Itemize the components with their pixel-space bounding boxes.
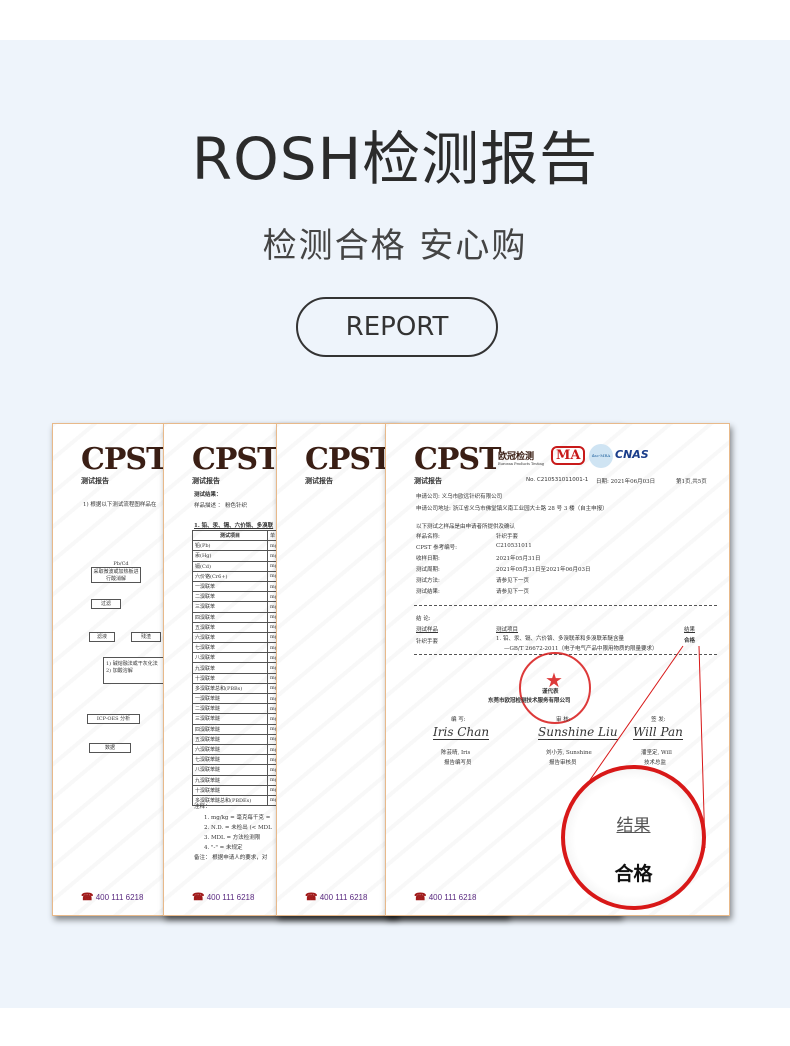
field-value: C210531011 <box>496 543 532 549</box>
page-title: ROSH检测报告 <box>191 125 599 193</box>
page-subtitle: 检测合格 安心购 <box>262 226 528 266</box>
report-title: 测试报告 <box>81 477 109 485</box>
note: 2. N.D. = 未检出 (< MDL <box>204 825 272 831</box>
phone-number: ☎ 400 111 6218 <box>192 892 255 903</box>
signer-name: 陈芸晴, Iris <box>441 750 471 756</box>
signature: Sunshine Liu <box>538 725 618 740</box>
phone-number: ☎ 400 111 6218 <box>414 892 477 903</box>
telephone-icon: ☎ <box>414 892 427 903</box>
col-sample: 测试样品 <box>416 627 439 633</box>
signer-role: 签 发: <box>651 717 666 723</box>
step-text: 1) 根据以下测试流程图样品在 <box>83 502 157 508</box>
stamp-for: 谨代表 <box>542 689 559 695</box>
signature: Will Pan <box>633 725 683 740</box>
magnifier-circle: 结果 合格 <box>561 765 706 910</box>
flow-label: Pb/Cd <box>111 561 131 567</box>
flow-box: ICP-OES 分析 <box>87 714 140 724</box>
signature: Iris Chan <box>433 725 490 740</box>
sample-name: 针织手套 <box>416 639 439 645</box>
telephone-icon: ☎ <box>192 892 205 903</box>
flow-box: 残渣 <box>131 632 161 642</box>
field-value: 2021年05月31日 <box>496 556 541 562</box>
field-label: 测试周期: <box>416 567 440 573</box>
report-title: 测试报告 <box>192 477 220 485</box>
phone-number: ☎ 400 111 6218 <box>305 892 368 903</box>
flow-box: 数据 <box>89 743 131 753</box>
sample-desc: 样品描述 ： 粉色针织 <box>194 503 247 509</box>
report-title: 测试报告 <box>414 477 442 485</box>
test-standard: —GB/T 26672-2011（电子电气产品中限用物质的限量要求） <box>504 646 658 652</box>
telephone-icon: ☎ <box>305 892 318 903</box>
field-value: 请参见下一页 <box>496 578 530 584</box>
test-item: 1. 铅、汞、镉、六价铬、多溴联苯和多溴联苯醚含量 <box>496 636 624 642</box>
signer-name: 潘坚定, Will <box>641 750 672 756</box>
cpst-logo: CPST <box>192 442 279 477</box>
col-item: 测试项目 <box>496 627 519 633</box>
field-label: 测试方法: <box>416 578 440 584</box>
flow-box: 过滤 <box>91 599 121 609</box>
note: 3. MDL = 方法检测限 <box>204 835 261 841</box>
report-number: No. C210531011001-1 <box>526 477 589 483</box>
phone-number: ☎ 400 111 6218 <box>81 892 144 903</box>
report-title: 测试报告 <box>305 477 333 485</box>
applicant: 申请公司: 义乌市欧远针织有限公司 <box>416 494 503 500</box>
col-result: 结果 <box>684 627 696 633</box>
cpst-logo: CPST <box>81 442 168 477</box>
cpst-logo: CPST <box>305 442 392 477</box>
field-value: 针织手套 <box>496 534 519 540</box>
flow-box: 滤液 <box>89 632 115 642</box>
ma-logo: MA <box>551 446 586 465</box>
field-label: CPST 参考编号: <box>416 545 457 551</box>
intro-text: 以下测试之样品是由申请者所提供及确认 <box>416 524 516 530</box>
page-count: 第1页,共5页 <box>676 479 707 485</box>
ilac-logo: ilac-MRA <box>589 444 613 468</box>
telephone-icon: ☎ <box>81 892 94 903</box>
field-label: 收样日期: <box>416 556 440 562</box>
conclusion-label: 结 论: <box>416 616 431 622</box>
report-page-cover: CPST 欧冠检测 Euroean Products Testing MA il… <box>385 423 730 916</box>
brand-en: Euroean Products Testing <box>498 462 544 466</box>
field-label: 测试结果: <box>416 589 440 595</box>
company-name: 东莞市欧冠检测技术服务有限公司 <box>488 698 571 704</box>
signer-title: 报告审核员 <box>549 760 577 766</box>
signer-title: 技术总监 <box>644 760 667 766</box>
company-seal: ★ <box>519 652 591 724</box>
table-caption: 1. 铅、汞、镉、六价铬、多溴联 <box>194 523 274 529</box>
signer-name: 刘小芳, Sunshine <box>546 750 592 756</box>
magnified-result-value: 合格 <box>614 863 653 885</box>
flow-box: 采取微波或加热板进行酸消解 <box>91 567 141 583</box>
cpst-logo: CPST <box>414 442 501 477</box>
notes-label: 注释： <box>194 804 211 810</box>
report-date: 日期: 2021年06月03日 <box>596 479 656 485</box>
signer-title: 报告编写员 <box>444 760 472 766</box>
magnified-result-label: 结果 <box>616 816 651 836</box>
note: 4. "-" = 未规定 <box>204 845 243 851</box>
report-button[interactable]: REPORT <box>296 297 498 357</box>
field-value: 请参见下一页 <box>496 589 530 595</box>
results-label: 测试结果： <box>194 492 222 498</box>
field-label: 样品名称: <box>416 534 440 540</box>
cnas-logo: CNAS <box>615 448 649 461</box>
note: 1. mg/kg = 毫克每千克 = <box>204 815 271 821</box>
brand-name: 欧冠检测 <box>498 452 535 462</box>
field-value: 2021年05月31日至2021年06月03日 <box>496 567 591 573</box>
remark: 备注： 根据申请人的要求，对 <box>194 855 268 861</box>
signer-role: 审 核: <box>556 717 571 723</box>
applicant-address: 申请公司地址: 浙江省义乌市佛堂镇义南工业园大士路 28 号 3 楼（自主申报） <box>416 506 608 512</box>
test-result: 合格 <box>684 638 696 644</box>
signer-role: 编 写: <box>451 717 466 723</box>
